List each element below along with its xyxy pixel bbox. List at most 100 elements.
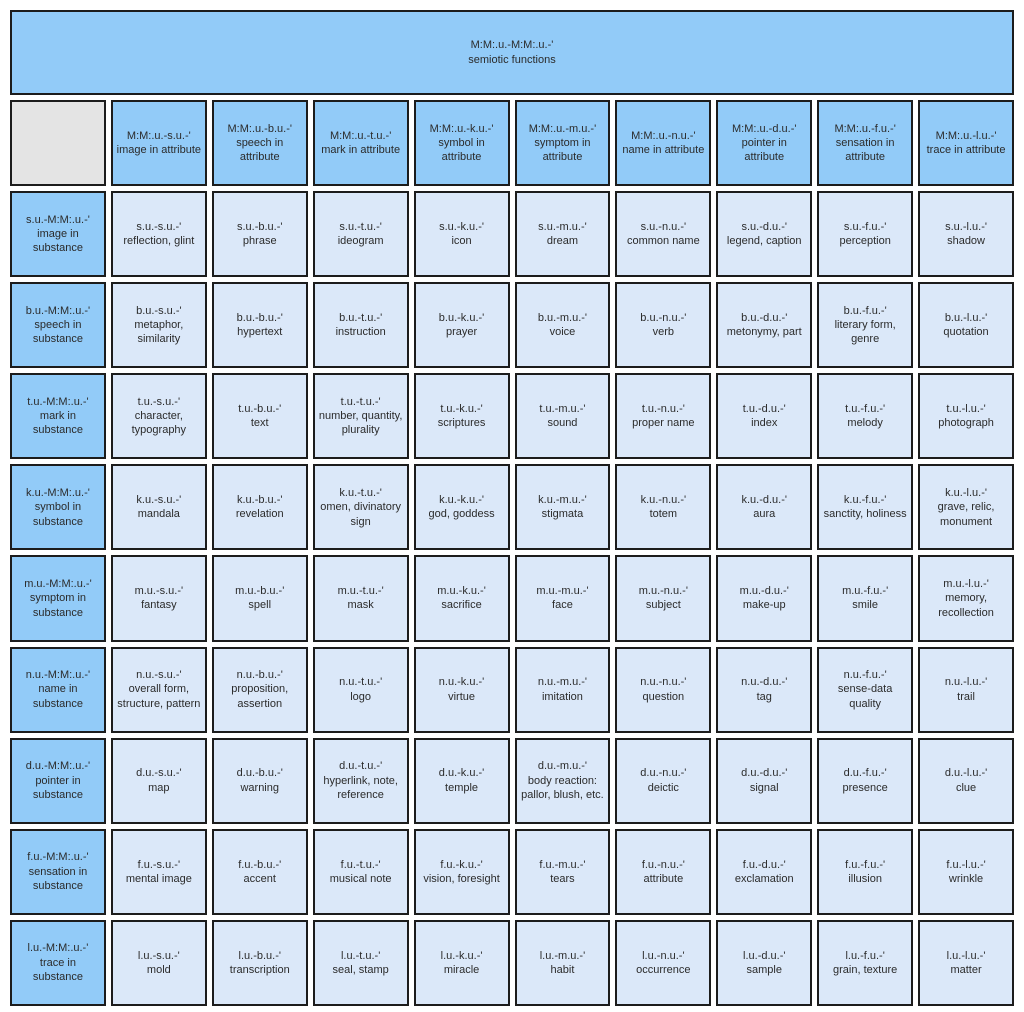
cell-code: f.u.-m.u.-'	[539, 858, 586, 871]
matrix-cell: k.u.-l.u.-'grave, relic, monument	[918, 464, 1014, 551]
matrix-cell: t.u.-f.u.-'melody	[817, 373, 914, 460]
cell-code: t.u.-M:M:.u.-'	[27, 395, 89, 408]
cell-code: d.u.-f.u.-'	[843, 767, 887, 780]
cell-label: fantasy	[141, 599, 177, 612]
cell-label: common name	[626, 235, 700, 248]
cell-label: symptom in substance	[29, 592, 87, 619]
cell-code: d.u.-m.u.-'	[537, 760, 588, 773]
cell-label: ideogram	[337, 235, 384, 248]
cell-code: n.u.-l.u.-'	[944, 676, 988, 689]
cell-code: m.u.-b.u.-'	[235, 585, 285, 598]
cell-label: sense-data quality	[837, 683, 893, 710]
matrix-cell: n.u.-m.u.-'imitation	[514, 646, 611, 733]
cell-code: n.u.-f.u.-'	[843, 669, 887, 682]
cell-code: l.u.-d.u.-'	[743, 949, 786, 962]
cell-code: n.u.-s.u.-'	[136, 669, 182, 682]
cell-code: M:M:.u.-t.u.-'	[329, 129, 392, 142]
cell-label: mark in attribute	[321, 144, 401, 156]
cell-label: memory, recollection	[938, 592, 994, 619]
cell-label: signal	[749, 781, 779, 794]
cell-code: d.u.-k.u.-'	[438, 767, 485, 780]
cell-code: M:M:.u.-b.u.-'	[227, 122, 292, 135]
cell-code: b.u.-n.u.-'	[640, 311, 687, 324]
cell-label: legend, caption	[726, 235, 802, 248]
cell-code: d.u.-d.u.-'	[741, 767, 788, 780]
matrix-cell: l.u.-d.u.-'sample	[716, 919, 813, 1006]
row-header-4: k.u.-M:M:.u.-'symbol in substance	[10, 464, 106, 551]
matrix-cell: s.u.-s.u.-'reflection, glint	[110, 191, 207, 278]
column-header-7: M:M:.u.-d.u.-'pointer in attribute	[716, 100, 813, 186]
matrix-cell: n.u.-t.u.-'logo	[312, 646, 409, 733]
matrix-cell: n.u.-n.u.-'question	[615, 646, 712, 733]
matrix-cell: t.u.-l.u.-'photograph	[918, 373, 1014, 460]
cell-code: t.u.-b.u.-'	[238, 402, 282, 415]
matrix-cell: m.u.-k.u.-'sacrifice	[413, 555, 510, 642]
cell-label: sanctity, holiness	[823, 508, 907, 521]
cell-label: map	[148, 781, 170, 794]
cell-code: d.u.-b.u.-'	[236, 767, 283, 780]
cell-code: k.u.-l.u.-'	[945, 486, 987, 499]
cell-code: s.u.-l.u.-'	[945, 220, 987, 233]
row-header-3: t.u.-M:M:.u.-'mark in substance	[10, 373, 106, 460]
cell-label: make-up	[742, 599, 786, 612]
cell-label: image in attribute	[116, 144, 202, 156]
cell-code: f.u.-s.u.-'	[137, 858, 181, 871]
matrix-cell: s.u.-k.u.-'icon	[413, 191, 510, 278]
matrix-cell: t.u.-k.u.-'scriptures	[413, 373, 510, 460]
cell-code: d.u.-n.u.-'	[640, 767, 687, 780]
cell-label: perception	[839, 235, 891, 248]
matrix-cell: m.u.-t.u.-'mask	[312, 555, 409, 642]
matrix-cell: d.u.-n.u.-'deictic	[615, 737, 712, 824]
matrix-cell: t.u.-n.u.-'proper name	[615, 373, 712, 460]
matrix-cell: d.u.-f.u.-'presence	[817, 737, 914, 824]
cell-label: melody	[847, 417, 883, 430]
cell-label: phrase	[242, 235, 277, 248]
cell-label: question	[642, 690, 685, 703]
cell-code: M:M:.u.-f.u.-'	[834, 122, 896, 135]
matrix-cell: n.u.-d.u.-'tag	[716, 646, 813, 733]
matrix-cell: f.u.-d.u.-'exclamation	[716, 828, 813, 915]
matrix-cell: b.u.-m.u.-'voice	[514, 282, 611, 369]
cell-code: n.u.-t.u.-'	[339, 676, 383, 689]
cell-code: m.u.-d.u.-'	[739, 585, 789, 598]
cell-label: omen, divinatory sign	[320, 501, 401, 528]
cell-label: sound	[547, 417, 578, 430]
cell-code: b.u.-l.u.-'	[944, 311, 988, 324]
column-header-9: M:M:.u.-l.u.-'trace in attribute	[918, 100, 1014, 186]
cell-code: d.u.-l.u.-'	[944, 767, 988, 780]
matrix-cell: l.u.-s.u.-'mold	[110, 919, 207, 1006]
cell-code: s.u.-m.u.-'	[538, 220, 587, 233]
cell-code: l.u.-b.u.-'	[238, 949, 281, 962]
row-header-1: s.u.-M:M:.u.-'image in substance	[10, 191, 106, 278]
cell-label: aura	[753, 508, 776, 521]
cell-label: presence	[842, 781, 888, 794]
matrix-cell: l.u.-f.u.-'grain, texture	[817, 919, 914, 1006]
cell-label: photograph	[938, 417, 994, 430]
cell-code: M:M:.u.-s.u.-'	[126, 129, 191, 142]
matrix-cell: b.u.-t.u.-'instruction	[312, 282, 409, 369]
matrix-cell: m.u.-f.u.-'smile	[817, 555, 914, 642]
cell-code: s.u.-s.u.-'	[136, 220, 182, 233]
matrix-cell: t.u.-d.u.-'index	[716, 373, 813, 460]
matrix-cell: f.u.-m.u.-'tears	[514, 828, 611, 915]
matrix-cell: n.u.-s.u.-'overall form, structure, patt…	[110, 646, 207, 733]
matrix-cell: s.u.-l.u.-'shadow	[918, 191, 1014, 278]
cell-code: l.u.-t.u.-'	[340, 949, 381, 962]
matrix-cell: t.u.-b.u.-'text	[211, 373, 308, 460]
cell-code: k.u.-M:M:.u.-'	[26, 486, 90, 499]
cell-label: attribute	[643, 872, 684, 885]
cell-code: b.u.-s.u.-'	[136, 304, 182, 317]
column-header-3: M:M:.u.-t.u.-' mark in attribute	[312, 100, 409, 186]
cell-label: trail	[957, 690, 975, 703]
column-header-5: M:M:.u.-m.u.-'symptom in attribute	[514, 100, 611, 186]
cell-code: f.u.-k.u.-'	[440, 858, 483, 871]
matrix-cell: f.u.-s.u.-'mental image	[110, 828, 207, 915]
matrix-cell: d.u.-l.u.-'clue	[918, 737, 1014, 824]
cell-code: m.u.-k.u.-'	[437, 585, 486, 598]
cell-code: m.u.-s.u.-'	[134, 585, 184, 598]
cell-label: overall form, structure, pattern	[117, 683, 201, 710]
matrix-cell: k.u.-k.u.-'god, goddess	[413, 464, 510, 551]
cell-label: god, goddess	[428, 508, 495, 521]
cell-code: t.u.-t.u.-'	[340, 395, 381, 408]
